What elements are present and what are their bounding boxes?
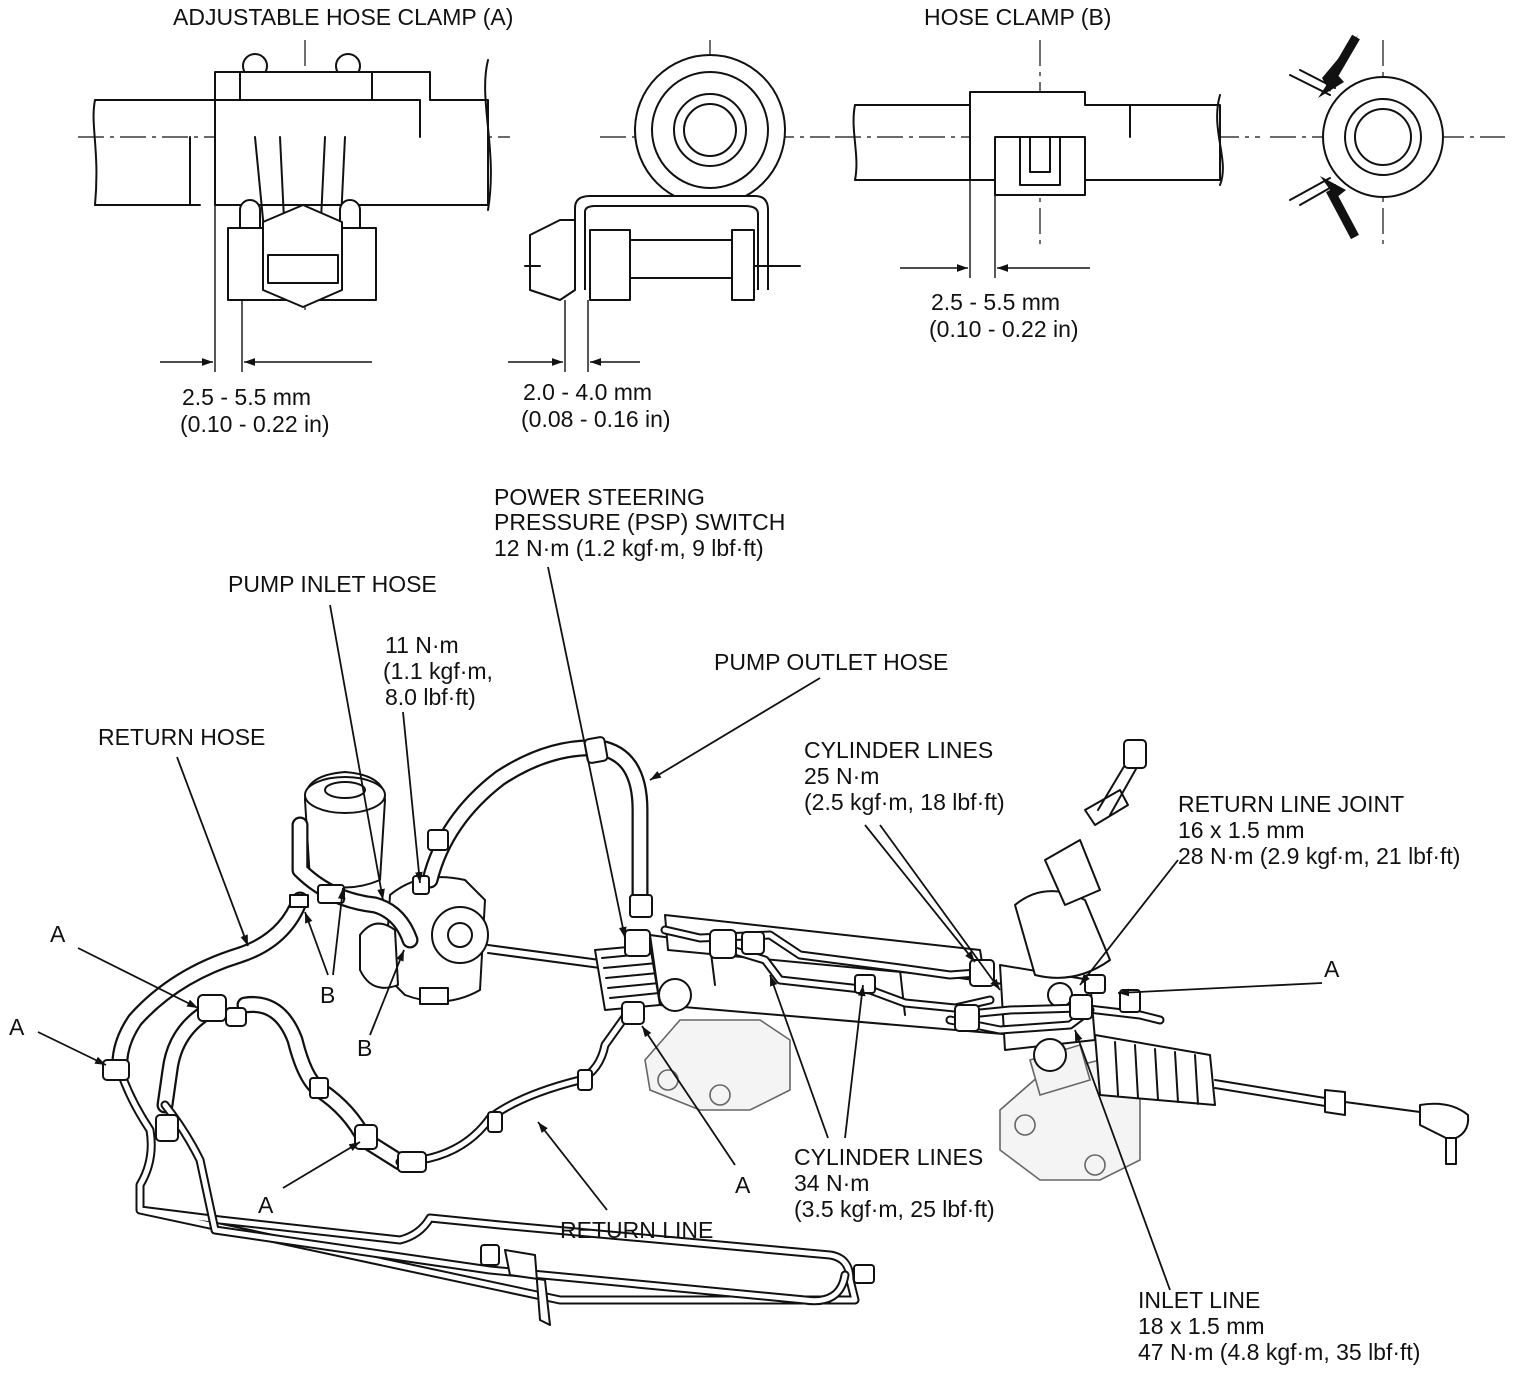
cylinder-lines-bottom-3: (3.5 kgf·m, 25 lbf·ft) xyxy=(794,1196,995,1222)
return-hose-label: RETURN HOSE xyxy=(98,724,265,750)
return-line-joint-1: RETURN LINE JOINT xyxy=(1178,791,1404,817)
marker-a-3: A xyxy=(1324,956,1340,982)
clamp-b-gap-mm: 2.5 - 5.5 mm xyxy=(931,289,1060,315)
clamp-b-end-view xyxy=(1270,34,1505,245)
cylinder-lines-top-1: CYLINDER LINES xyxy=(804,737,993,763)
psp-switch-label-1: POWER STEERING xyxy=(494,484,705,510)
pump-bolt-torque-3: 8.0 lbf·ft) xyxy=(385,684,476,710)
clamp-b-title: HOSE CLAMP (B) xyxy=(924,4,1111,30)
cylinder-lines-top-2: 25 N·m xyxy=(804,763,879,789)
clamp-a-side-gap-in: (0.08 - 0.16 in) xyxy=(521,406,671,432)
pump-bolt-torque-1: 11 N·m xyxy=(385,632,459,658)
inlet-line-2: 18 x 1.5 mm xyxy=(1138,1313,1265,1339)
psp-switch-torque: 12 N·m (1.2 kgf·m, 9 lbf·ft) xyxy=(494,535,764,561)
cylinder-lines-top-3: (2.5 kgf·m, 18 lbf·ft) xyxy=(804,789,1005,815)
marker-b-2: B xyxy=(357,1035,372,1061)
pump-inlet-hose-label: PUMP INLET HOSE xyxy=(228,571,437,597)
clamp-a-gap-mm: 2.5 - 5.5 mm xyxy=(182,384,311,410)
pump-bolt-torque-2: (1.1 kgf·m, xyxy=(383,658,493,684)
marker-a-1: A xyxy=(50,921,66,947)
return-line-joint-3: 28 N·m (2.9 kgf·m, 21 lbf·ft) xyxy=(1178,843,1460,869)
text-labels: ADJUSTABLE HOSE CLAMP (A) HOSE CLAMP (B)… xyxy=(9,4,1460,1365)
marker-b-1: B xyxy=(320,982,335,1008)
leader-lines xyxy=(37,566,1323,1291)
cylinder-lines-bottom-2: 34 N·m xyxy=(794,1170,869,1196)
clamp-a-side-gap-mm: 2.0 - 4.0 mm xyxy=(523,379,652,405)
clamp-a-gap-in: (0.10 - 0.22 in) xyxy=(180,411,330,437)
return-line-joint-2: 16 x 1.5 mm xyxy=(1178,817,1305,843)
marker-a-2: A xyxy=(9,1014,25,1040)
marker-a-4: A xyxy=(258,1192,274,1218)
clamp-b-gap-in: (0.10 - 0.22 in) xyxy=(929,316,1079,342)
return-line-label: RETURN LINE xyxy=(560,1217,713,1243)
inlet-line-3: 47 N·m (4.8 kgf·m, 35 lbf·ft) xyxy=(1138,1339,1420,1365)
clamp-a-side-view xyxy=(78,40,510,372)
cylinder-lines-bottom-1: CYLINDER LINES xyxy=(794,1144,983,1170)
marker-a-5: A xyxy=(735,1172,751,1198)
psp-switch-label-2: PRESSURE (PSP) SWITCH xyxy=(494,509,785,535)
clamp-a-title: ADJUSTABLE HOSE CLAMP (A) xyxy=(173,4,513,30)
inlet-line-1: INLET LINE xyxy=(1138,1287,1260,1313)
clamp-a-end-view xyxy=(508,40,830,372)
pump-outlet-hose-label: PUMP OUTLET HOSE xyxy=(714,649,948,675)
clamp-b-side-view xyxy=(835,40,1260,278)
